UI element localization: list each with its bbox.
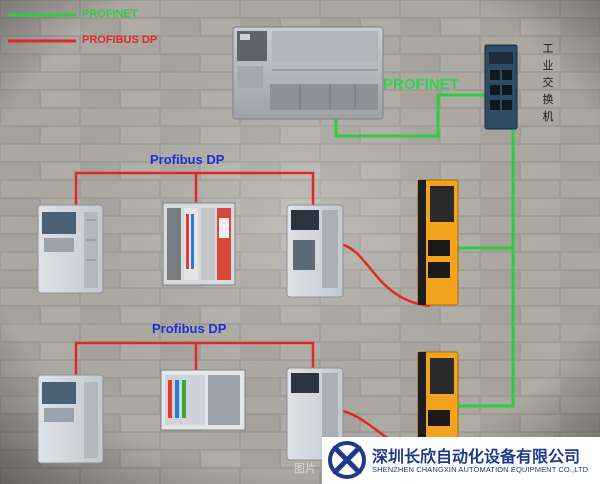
remote-io-top xyxy=(162,202,236,286)
industrial-switch xyxy=(484,44,518,130)
company-name-en: SHENZHEN CHANGXIN AUTOMATION EQUIPMENT C… xyxy=(372,465,589,474)
remote-io-bottom xyxy=(160,369,246,431)
profinet-link-label: PROFINET xyxy=(383,76,459,93)
image-caption: 图片 xyxy=(294,462,316,475)
servo-drive-top xyxy=(286,204,344,298)
company-logo-banner: 深圳长欣自动化设备有限公司 SHENZHEN CHANGXIN AUTOMATI… xyxy=(322,437,600,484)
legend-profibus-label: PROFIBUS DP xyxy=(82,34,158,46)
vfd-drive-top xyxy=(37,204,104,294)
company-name-cn: 深圳长欣自动化设备有限公司 xyxy=(372,447,581,466)
profibus-links-top xyxy=(74,171,431,308)
changxin-logo xyxy=(322,437,600,484)
legend-profinet-label: PROFINET xyxy=(82,8,138,20)
industrial-switch-label: 工 业 交 换 机 xyxy=(542,42,554,123)
profibus-dp-label-bottom: Profibus DP xyxy=(152,321,227,336)
plc-module xyxy=(232,26,384,120)
profinet-gateway-bottom xyxy=(417,351,459,448)
vfd-drive-bottom xyxy=(37,374,104,464)
profibus-dp-label-top: Profibus DP xyxy=(150,152,225,167)
profinet-gateway-top xyxy=(417,179,459,306)
profinet-links xyxy=(334,93,515,408)
